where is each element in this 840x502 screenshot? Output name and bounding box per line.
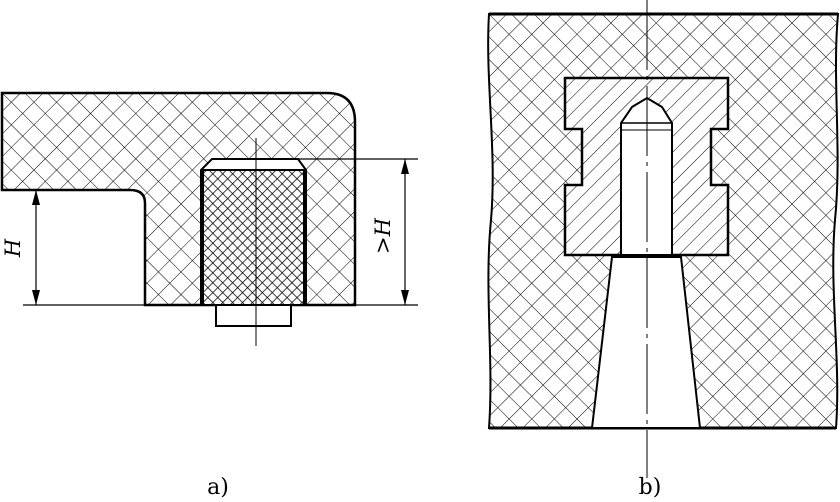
caption-a: a) xyxy=(207,475,229,500)
knurled-insert xyxy=(202,169,305,306)
dimension-greater-h-label: >H xyxy=(371,217,395,254)
figure-b: b) xyxy=(487,0,840,500)
dimension-h-label: H xyxy=(1,238,25,258)
dimension-h: H xyxy=(1,190,145,306)
figure-a: H >H a) xyxy=(0,91,418,500)
insert-stub xyxy=(215,304,292,327)
tapered-hole xyxy=(590,256,702,429)
caption-b: b) xyxy=(639,475,662,500)
dimension-greater-h: >H xyxy=(298,158,418,306)
